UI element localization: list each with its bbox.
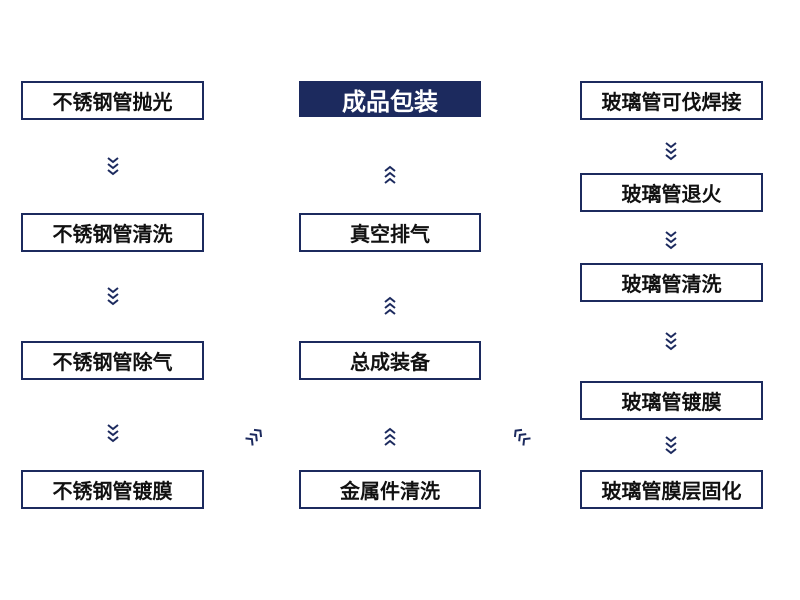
step-glass-clean: 玻璃管清洗 (580, 263, 763, 302)
step-ss-coating: 不锈钢管镀膜 (21, 470, 204, 509)
step-glass-coating: 玻璃管镀膜 (580, 381, 763, 420)
arrow-down-icon (665, 332, 677, 350)
step-glass-film-cure: 玻璃管膜层固化 (580, 470, 763, 509)
step-glass-anneal: 玻璃管退火 (580, 173, 763, 212)
arrow-down-icon (665, 142, 677, 160)
step-metal-clean: 金属件清洗 (299, 470, 481, 509)
arrow-down-icon (107, 287, 119, 305)
arrow-down-icon (107, 424, 119, 442)
step-final-packaging: 成品包装 (299, 81, 481, 117)
step-ss-clean: 不锈钢管清洗 (21, 213, 204, 252)
step-glass-kovar-weld: 玻璃管可伐焊接 (580, 81, 763, 120)
arrow-down-icon (107, 157, 119, 175)
step-assembly: 总成装备 (299, 341, 481, 380)
step-ss-degas: 不锈钢管除气 (21, 341, 204, 380)
step-ss-polish: 不锈钢管抛光 (21, 81, 204, 120)
step-vacuum-exhaust: 真空排气 (299, 213, 481, 252)
arrow-diagonal-left-icon (511, 426, 532, 447)
arrow-down-icon (665, 231, 677, 249)
arrow-up-icon (384, 166, 396, 184)
arrow-up-icon (384, 297, 396, 315)
arrow-diagonal-right-icon (244, 426, 265, 447)
arrow-up-icon (384, 428, 396, 446)
arrow-down-icon (665, 436, 677, 454)
